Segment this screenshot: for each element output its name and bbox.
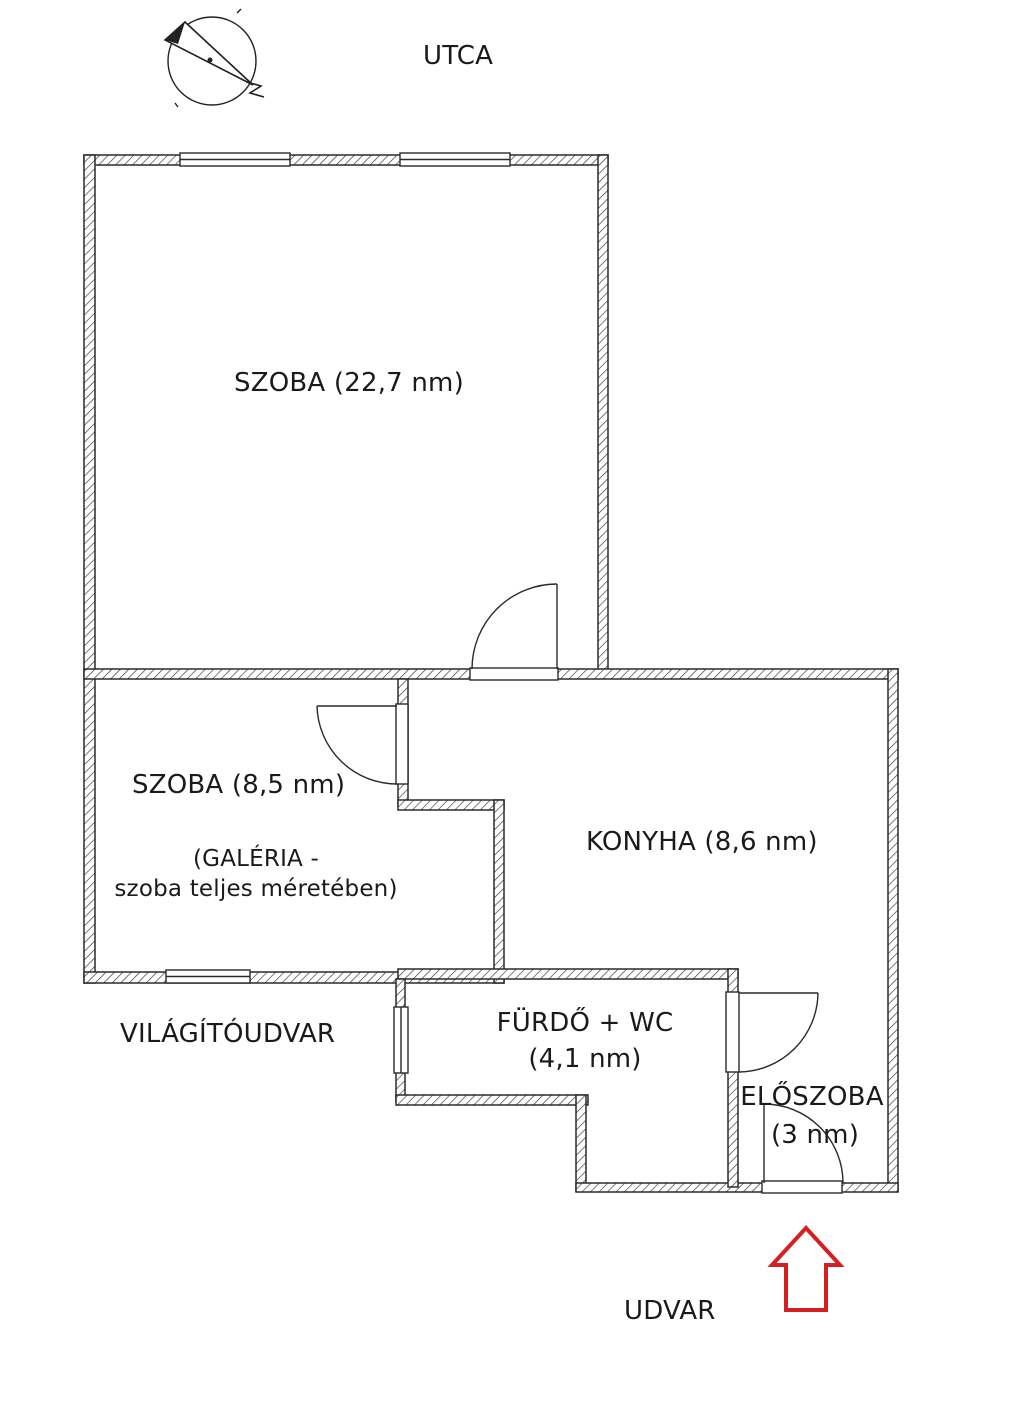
street-label: UTCA	[423, 41, 494, 71]
door-opening	[725, 991, 740, 1073]
kitchen-label: KONYHA (8,6 nm)	[586, 827, 818, 857]
door-opening	[469, 667, 559, 681]
bath-label-line2: (4,1 nm)	[528, 1044, 642, 1074]
wall	[887, 668, 899, 1192]
wall	[395, 1094, 589, 1106]
wall	[397, 968, 739, 980]
bath-label-line1: FÜRDŐ + WC	[496, 1008, 674, 1038]
gallery-note-line1: (GALÉRIA -	[193, 846, 319, 872]
compass-north-icon	[163, 8, 265, 108]
room-small-label: SZOBA (8,5 nm)	[132, 770, 346, 800]
door-opening	[761, 1180, 843, 1194]
yard-label: UDVAR	[624, 1296, 716, 1326]
wall	[83, 154, 96, 984]
door-opening	[395, 703, 409, 785]
gallery-note-line2: szoba teljes méretében)	[114, 876, 398, 902]
doors	[316, 583, 844, 1194]
wall	[575, 1094, 587, 1192]
room-large-label: SZOBA (22,7 nm)	[234, 368, 464, 398]
wall	[83, 154, 609, 166]
wall	[597, 154, 609, 676]
entrance-arrow-icon	[767, 1225, 845, 1312]
windows	[165, 152, 511, 1074]
hall-label-line1: ELŐSZOBA	[740, 1082, 884, 1112]
wall	[397, 799, 505, 811]
hall-label-line2: (3 nm)	[770, 1120, 860, 1150]
lightwell-label: VILÁGÍTÓUDVAR	[120, 1019, 336, 1049]
wall	[727, 968, 739, 1188]
wall	[493, 799, 505, 984]
